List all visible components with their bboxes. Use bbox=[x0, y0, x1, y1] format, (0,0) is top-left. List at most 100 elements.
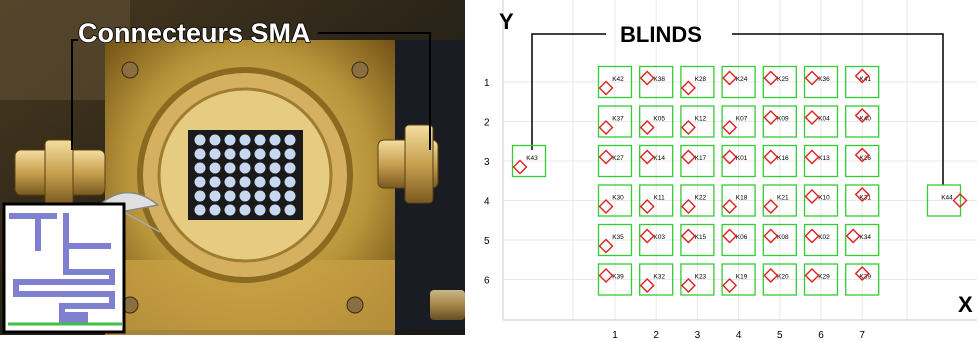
marker-diamond bbox=[680, 80, 696, 96]
detector-dot bbox=[254, 148, 266, 160]
blind-label: K35 bbox=[612, 234, 624, 241]
blind-box bbox=[803, 263, 839, 296]
row-tick-label: 5 bbox=[484, 236, 490, 247]
blind-cell: K05 bbox=[639, 105, 674, 138]
blind-cell: K34 bbox=[845, 223, 880, 257]
blind-box bbox=[803, 184, 839, 217]
blind-box bbox=[721, 65, 756, 99]
marker-diamond bbox=[639, 199, 655, 214]
blind-cell: K31 bbox=[845, 184, 880, 217]
blind-label: K42 bbox=[612, 76, 624, 83]
row-tick-label: 4 bbox=[484, 197, 490, 208]
detector-dot bbox=[224, 190, 236, 202]
blind-cell: K22 bbox=[680, 184, 715, 217]
marker-diamond bbox=[804, 228, 820, 244]
blind-box bbox=[845, 105, 880, 138]
col-tick-label: 5 bbox=[777, 330, 783, 341]
title-leader-right bbox=[732, 33, 944, 185]
blind-box bbox=[597, 223, 633, 257]
marker-diamond bbox=[680, 120, 696, 135]
blind-label: K13 bbox=[818, 155, 830, 162]
blind-cell: K15 bbox=[680, 223, 715, 257]
marker-diamond bbox=[722, 149, 738, 165]
marker-diamond bbox=[639, 149, 655, 165]
blind-box bbox=[597, 144, 633, 178]
blind-cell: K35 bbox=[597, 223, 633, 257]
blind-label: K43 bbox=[526, 155, 538, 162]
axis-y-label: Y bbox=[499, 9, 514, 34]
marker-diamond bbox=[763, 70, 779, 86]
marker-diamond bbox=[854, 147, 870, 163]
marker-diamond bbox=[845, 228, 861, 244]
blind-label: K21 bbox=[777, 195, 789, 202]
blind-label: K22 bbox=[695, 195, 707, 202]
blind-label: K14 bbox=[653, 155, 665, 162]
detector-dot bbox=[224, 134, 236, 146]
blind-cell: K36 bbox=[803, 65, 839, 99]
blind-cell: K07 bbox=[721, 105, 756, 138]
col-tick-label: 1 bbox=[612, 330, 618, 341]
blind-label: K24 bbox=[736, 76, 748, 83]
detector-dot bbox=[269, 190, 281, 202]
detector-dot bbox=[284, 190, 296, 202]
blind-label: K29 bbox=[818, 274, 830, 281]
blind-cell: K40 bbox=[845, 105, 880, 138]
marker-diamond bbox=[722, 199, 738, 214]
detector-dot bbox=[239, 134, 251, 146]
blind-box bbox=[845, 184, 880, 217]
detector-dot bbox=[209, 134, 221, 146]
blind-label: K17 bbox=[695, 155, 707, 162]
detector-dot bbox=[209, 162, 221, 174]
marker-diamond bbox=[598, 149, 614, 165]
blind-cell: K08 bbox=[762, 223, 797, 257]
col-tick-label: 3 bbox=[695, 330, 701, 341]
detector-dot bbox=[254, 204, 266, 216]
blind-box bbox=[639, 144, 674, 178]
blind-label: K04 bbox=[818, 116, 830, 123]
blind-box bbox=[597, 184, 633, 217]
marker-diamond bbox=[680, 228, 696, 244]
marker-diamond bbox=[854, 266, 870, 281]
blind-box bbox=[680, 263, 715, 296]
blind-cell: K42 bbox=[597, 65, 633, 99]
blind-box bbox=[680, 223, 715, 257]
blind-cell: K21 bbox=[762, 184, 797, 217]
blind-box bbox=[639, 184, 674, 217]
blind-label: K15 bbox=[695, 234, 707, 241]
blind-cell: K24 bbox=[721, 65, 756, 99]
blind-label: K02 bbox=[818, 234, 830, 241]
blind-cell: K10 bbox=[803, 184, 839, 217]
blind-box bbox=[803, 144, 839, 178]
blind-label: K12 bbox=[695, 116, 707, 123]
blind-label: K23 bbox=[695, 274, 707, 281]
blind-cell: K39 bbox=[597, 263, 633, 296]
blind-box bbox=[680, 105, 715, 138]
marker-diamond bbox=[763, 110, 779, 125]
blind-box bbox=[597, 263, 633, 296]
blind-cell: K17 bbox=[680, 144, 715, 178]
marker-diamond bbox=[680, 149, 696, 165]
blind-label: K34 bbox=[859, 234, 871, 241]
blind-label: K09 bbox=[777, 116, 789, 123]
detector-dot bbox=[239, 204, 251, 216]
detector-dot bbox=[239, 148, 251, 160]
col-tick-label: 6 bbox=[818, 330, 824, 341]
blind-cell: K43 bbox=[511, 144, 547, 178]
blind-cell: K32 bbox=[639, 263, 674, 296]
blind-box bbox=[762, 263, 797, 296]
marker-diamond bbox=[512, 159, 528, 175]
blind-box bbox=[680, 184, 715, 217]
blind-label: K06 bbox=[736, 234, 748, 241]
blind-label: K30 bbox=[612, 195, 624, 202]
blind-cell: K19 bbox=[721, 263, 756, 296]
blind-cell: K09 bbox=[762, 105, 797, 138]
detector-dot bbox=[284, 148, 296, 160]
blind-box bbox=[721, 184, 756, 217]
blind-label: K27 bbox=[612, 155, 624, 162]
axis-x-label: X bbox=[958, 292, 973, 317]
detector-dot bbox=[209, 190, 221, 202]
marker-diamond bbox=[722, 120, 738, 135]
sma-connector-photo: Connecteurs SMA bbox=[0, 0, 465, 335]
detector-dot bbox=[209, 148, 221, 160]
blind-box bbox=[721, 223, 756, 257]
